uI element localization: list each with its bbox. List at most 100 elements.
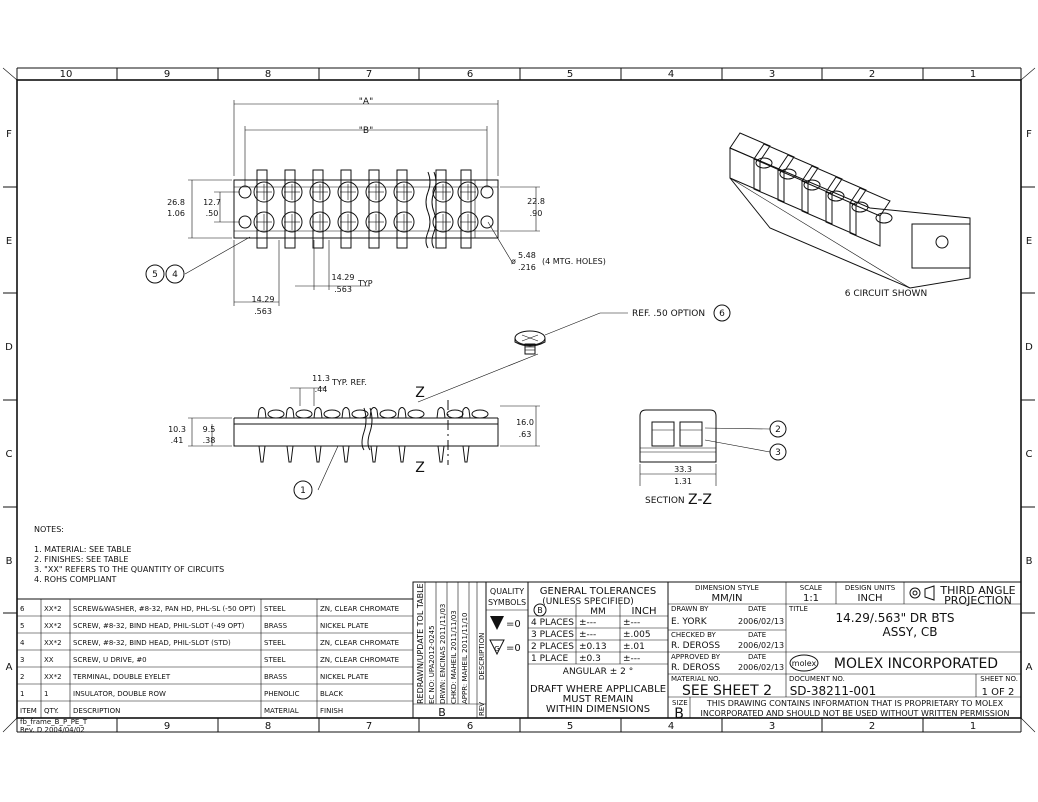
bom-qty-cell: XX*2 — [44, 622, 62, 630]
checked-by: R. DEROSS — [671, 641, 720, 651]
quality-title-1: QUALITY — [490, 587, 524, 596]
zone-col-1-bottom: 1 — [970, 721, 976, 732]
side-h1-in: .41 — [171, 436, 184, 445]
tolerance-draft: DRAFT WHERE APPLICABLE — [530, 684, 666, 695]
screw-head-icon — [779, 168, 797, 180]
screw-head-icon — [393, 181, 415, 203]
barrier-foot — [314, 445, 322, 463]
terminal-strip — [340, 169, 352, 249]
screw-head-icon — [281, 211, 303, 233]
material-no-label: MATERIAL NO. — [671, 675, 721, 683]
zone-col-7-top: 7 — [366, 69, 372, 80]
screw-head-icon — [337, 181, 359, 203]
screw-head-icon — [365, 181, 387, 203]
end-in: .563 — [254, 307, 272, 316]
svg-text:B: B — [537, 606, 543, 615]
side-typ-in: .44 — [315, 385, 328, 394]
screw-head-icon — [295, 409, 313, 419]
screw-head-icon — [365, 211, 387, 233]
zone-row-b-left: B — [6, 556, 13, 567]
dimension-style-label: DIMENSION STYLE — [695, 584, 759, 592]
tolerance-row-mm: ±--- — [579, 630, 596, 640]
material-no: SEE SHEET 2 — [682, 683, 772, 699]
hole-dia-mm: 5.48 — [518, 251, 536, 260]
design-units-value: INCH — [858, 593, 883, 604]
side-typ-note: TYP. REF. — [331, 378, 367, 387]
company-name: MOLEX INCORPORATED — [834, 656, 998, 672]
tolerance-row-mm: ±0.3 — [579, 654, 601, 664]
zone-col-9-top: 9 — [164, 69, 170, 80]
zone-col-6-top: 6 — [467, 69, 473, 80]
balloon-6: 6 — [719, 309, 725, 319]
zone-col-10-top: 10 — [60, 69, 73, 80]
iso-barrier — [825, 176, 867, 206]
quality-title-2: SYMBOLS — [488, 598, 526, 607]
form-rev: Rev. D 2004/04/02 — [20, 726, 85, 734]
zone-row-d-right: D — [1025, 342, 1033, 353]
bom-material-cell: BRASS — [264, 622, 288, 630]
side-h1-mm: 10.3 — [168, 425, 186, 434]
revision-checked: CHKD: MAHEIL 2011/11/03 — [450, 610, 458, 704]
side-h2-mm: 9.5 — [203, 425, 216, 434]
zone-column-ticks — [116, 68, 924, 732]
notes-title: NOTES: — [34, 525, 64, 534]
drawn-by-label: DRAWN BY — [671, 605, 709, 613]
barrier-foot — [437, 445, 445, 463]
terminal-strip — [284, 169, 296, 249]
barrier-post — [313, 407, 323, 419]
quality-symbol-1: =0 — [506, 619, 521, 630]
terminal-strip — [396, 169, 408, 249]
bom-material-cell: STEEL — [264, 639, 286, 647]
dimension-style-value: MM/IN — [711, 593, 742, 604]
tolerance-row-inch: ±--- — [623, 654, 640, 664]
zone-row-c-left: C — [6, 449, 13, 460]
zone-col-5-top: 5 — [567, 69, 573, 80]
barrier-post — [285, 407, 295, 419]
revision-block — [412, 581, 487, 719]
balloon-2: 2 — [775, 425, 781, 435]
scale-value: 1:1 — [803, 593, 819, 604]
zone-col-9-bottom: 9 — [164, 721, 170, 732]
bom-qty-cell: XX*2 — [44, 605, 62, 613]
note-2: 2. FINISHES: SEE TABLE — [34, 555, 128, 564]
zone-col-7-bottom: 7 — [366, 721, 372, 732]
checked-date: 2006/02/13 — [738, 641, 784, 650]
note-1: 1. MATERIAL: SEE TABLE — [34, 545, 131, 554]
checked-date-label: DATE — [748, 631, 766, 639]
bom-finish-cell: NICKEL PLATE — [320, 673, 369, 681]
zone-row-a-left: A — [6, 662, 13, 673]
tolerance-title: GENERAL TOLERANCES — [540, 586, 656, 597]
dim-b-label: "B" — [359, 126, 373, 136]
bom-finish-cell: ZN, CLEAR CHROMATE — [320, 605, 399, 613]
screw-head-icon — [309, 181, 331, 203]
tolerance-row-label: 4 PLACES — [531, 618, 574, 628]
screw-head-icon — [351, 409, 369, 419]
dim-h2-mm: 12.7 — [203, 198, 221, 207]
screw-head-icon — [875, 212, 893, 224]
dim-h1-mm: 26.8 — [167, 198, 185, 207]
drawn-date-label: DATE — [748, 605, 766, 613]
quality-symbol-2: =0 — [506, 643, 521, 654]
proprietary-line-2: INCORPORATED AND SHOULD NOT BE USED WITH… — [701, 709, 1010, 718]
zone-row-c-right: C — [1026, 449, 1033, 460]
barrier-foot — [398, 445, 406, 463]
tolerance-row-mm: ±0.13 — [579, 642, 607, 652]
balloon-4: 4 — [172, 270, 178, 280]
bom-finish-cell: ZN, CLEAR CHROMATE — [320, 639, 399, 647]
barrier-foot — [286, 445, 294, 463]
screw-head-icon — [267, 409, 285, 419]
sheet-no: 1 OF 2 — [982, 687, 1015, 698]
design-units-label: DESIGN UNITS — [845, 584, 896, 592]
pitch-typ: TYP — [357, 279, 373, 288]
revision-approved: APPR: MAHEIL 2011/11/10 — [461, 612, 469, 704]
barrier-foot — [258, 445, 266, 463]
screw-head-icon — [471, 409, 489, 419]
zone-row-f-left: F — [6, 129, 12, 140]
bom-header-desc: DESCRIPTION — [73, 707, 120, 715]
title-block — [667, 581, 1022, 719]
bom-header-qty: QTY. — [44, 707, 59, 715]
hole-note: (4 MTG. HOLES) — [542, 257, 606, 266]
tolerance-block: B — [527, 581, 669, 719]
terminal-strip — [312, 169, 324, 249]
